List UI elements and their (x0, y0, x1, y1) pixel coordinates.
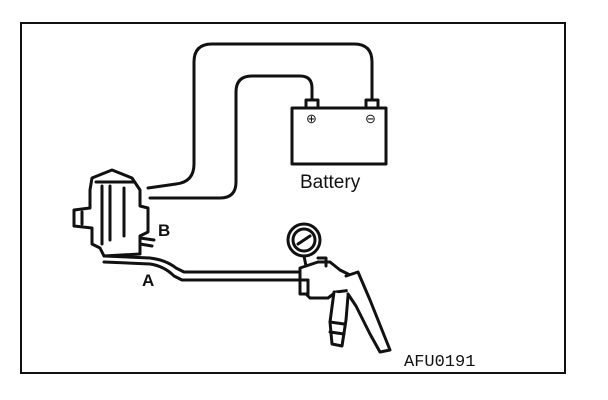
figure-code: AFU0191 (404, 353, 475, 372)
battery-neg-symbol: ⊖ (365, 111, 376, 126)
port-b-label: B (158, 221, 170, 240)
battery-pos-symbol: ⊕ (306, 111, 317, 126)
battery-label: Battery (300, 172, 361, 193)
diagram-frame (20, 22, 566, 374)
port-a-label: A (142, 271, 154, 290)
wire-inner (148, 74, 314, 200)
battery-body (290, 106, 388, 166)
vacuum-hose (102, 254, 318, 274)
wire-outer (146, 42, 374, 190)
